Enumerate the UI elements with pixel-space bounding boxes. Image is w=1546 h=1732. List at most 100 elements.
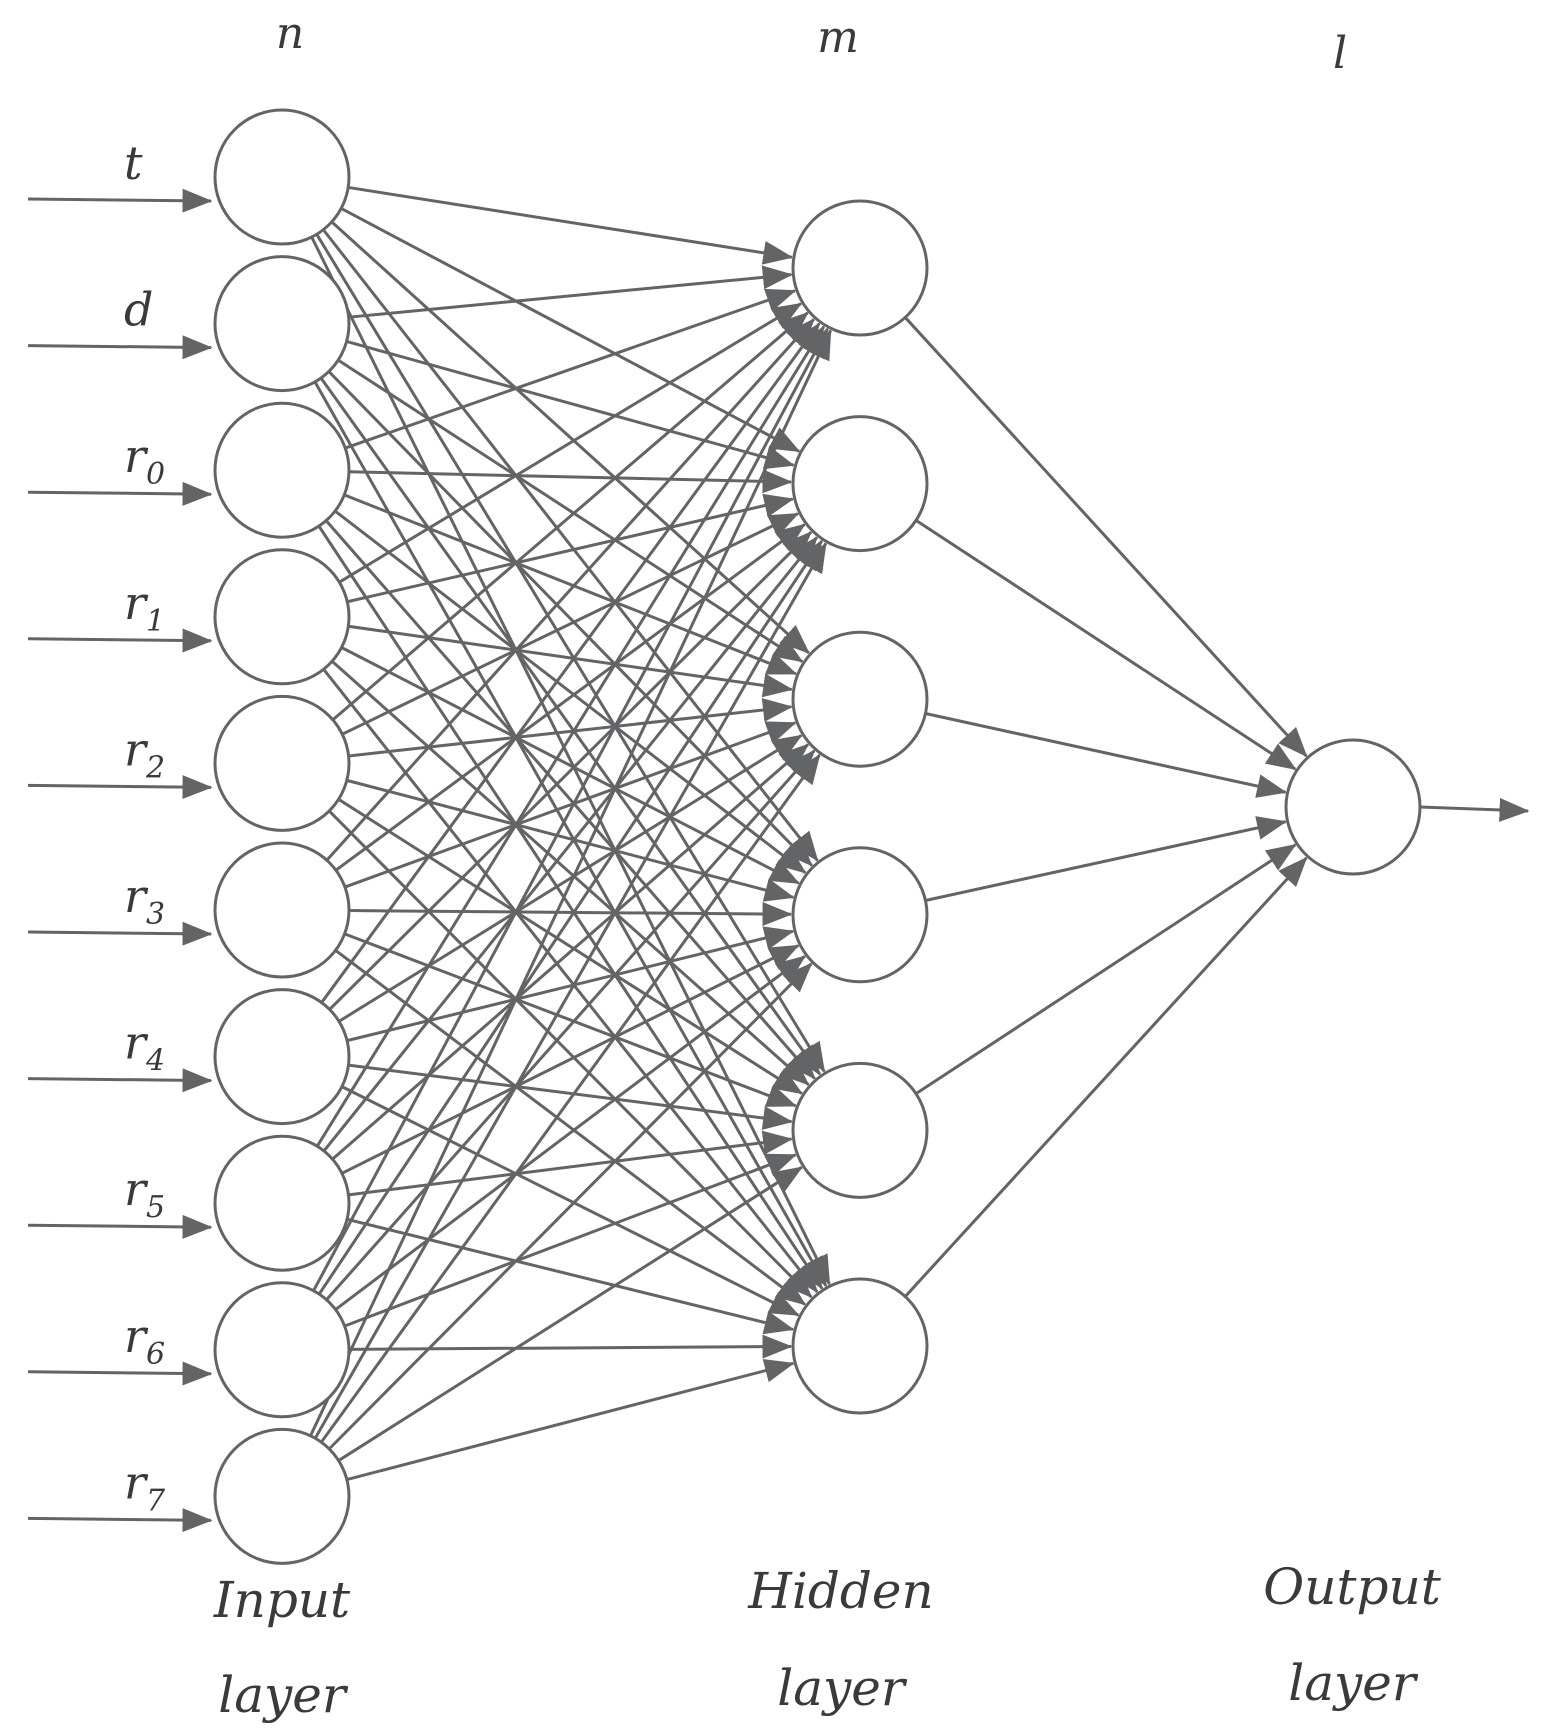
edge-input-5-hidden-2 [344,721,797,889]
edge-input-1-hidden-5 [313,381,828,1288]
connections [27,185,1530,1533]
edge-input-5-hidden-3 [348,901,793,926]
edge-input-2-hidden-1 [348,469,793,494]
output-node-0 [1284,738,1422,876]
input-label-subscript-7: 5 [146,1190,165,1225]
edge-input-7-hidden-2 [331,743,810,1161]
input-arrow-5 [27,921,213,946]
input-label-2: r [124,429,149,483]
input-label-subscript-4: 2 [145,750,165,785]
edge-input-3-hidden-1 [346,493,795,604]
input-label-7: r [124,1162,149,1216]
input-label-subscript-9: 7 [146,1483,166,1518]
edge-input-5-hidden-1 [335,523,806,872]
input-layer-caption-line2: layer [218,1666,349,1724]
edge-input-8-hidden-4 [344,1153,797,1328]
edge-hidden-0-output-0 [904,316,1308,758]
input-label-4: r [124,722,149,776]
edge-input-3-hidden-3 [340,646,801,885]
hidden-node-4 [791,1061,929,1199]
edge-input-9-hidden-5 [346,1358,795,1481]
edge-input-4-hidden-3 [346,778,795,902]
edge-input-2-hidden-4 [325,519,816,1080]
edge-input-4-hidden-2 [348,698,793,758]
input-node-3 [213,548,351,686]
edge-input-7-hidden-3 [341,944,800,1175]
edge-input-9-hidden-3 [328,962,813,1450]
hidden-layer-caption-line2: layer [777,1659,908,1717]
input-node-5 [213,841,351,979]
input-arrow-2 [27,481,213,506]
edge-input-9-hidden-1 [313,542,828,1439]
edge-input-0-hidden-5 [310,236,831,1286]
neurons [213,108,1422,1565]
edge-input-6-hidden-1 [328,531,813,1011]
output-layer-caption-line1: Output [1263,1558,1441,1616]
input-label-subscript-6: 4 [145,1044,165,1079]
edge-input-8-hidden-2 [325,749,816,1301]
edge-input-6-hidden-0 [320,322,821,1004]
edge-input-0-hidden-0 [347,185,794,265]
edge-input-8-hidden-1 [317,539,823,1295]
input-label-subscript-5: 3 [146,897,165,932]
edge-input-1-hidden-0 [348,265,793,319]
edge-input-9-hidden-2 [320,753,821,1444]
input-label-subscript-3: 1 [146,604,165,639]
edge-input-0-hidden-4 [315,233,826,1073]
input-arrow-1 [27,335,213,360]
input-arrow-9 [27,1508,213,1533]
input-arrow-7 [27,1214,213,1239]
edge-input-4-hidden-5 [328,809,813,1299]
hidden-node-2 [791,630,929,768]
edge-input-4-hidden-4 [337,798,804,1095]
input-label-1: d [124,283,153,337]
input-label-9: r [124,1455,149,1509]
edge-input-8-hidden-5 [348,1334,793,1359]
input-arrow-3 [27,628,213,653]
input-node-4 [213,694,351,832]
edge-input-7-hidden-1 [322,536,818,1152]
input-label-subscript-8: 6 [146,1337,165,1372]
edge-input-2-hidden-3 [334,509,807,874]
input-arrow-6 [27,1068,213,1093]
edge-input-6-hidden-3 [346,926,795,1043]
edge-input-6-hidden-4 [348,1063,794,1130]
edge-input-0-hidden-1 [340,207,801,453]
edge-input-1-hidden-3 [327,370,813,867]
input-dimension-label: n [276,8,304,59]
input-layer-caption-line1: Input [213,1571,351,1629]
hidden-node-5 [791,1277,929,1415]
labels: n m l Input layer Hidden layer Output la… [124,8,1442,1724]
hidden-dimension-label: m [817,12,859,63]
edge-input-5-hidden-0 [325,318,815,862]
input-label-0: t [124,136,143,190]
edge-input-2-hidden-0 [344,288,797,450]
edge-hidden-2-output-0 [925,712,1288,798]
edge-input-7-hidden-4 [348,1130,794,1197]
input-node-1 [213,255,351,393]
input-node-0 [213,108,351,246]
edge-hidden-3-output-0 [925,816,1288,902]
input-label-3: r [124,576,149,630]
edge-input-9-hidden-0 [309,329,832,1437]
input-arrow-8 [27,1361,213,1386]
edge-input-2-hidden-5 [317,525,824,1290]
input-node-8 [213,1281,351,1419]
input-node-7 [213,1134,351,1272]
edge-input-4-hidden-1 [341,512,800,736]
edge-input-6-hidden-2 [338,734,803,1023]
edge-input-2-hidden-2 [343,493,798,676]
output-arrow-0 [1419,797,1530,822]
output-layer-caption-line2: layer [1288,1654,1419,1712]
edge-hidden-4-output-0 [915,843,1297,1095]
input-arrow-4 [27,775,213,800]
input-node-2 [213,401,351,539]
edge-input-5-hidden-5 [334,949,807,1306]
edge-input-0-hidden-3 [322,228,819,862]
edge-hidden-1-output-0 [915,519,1297,771]
edge-input-1-hidden-2 [337,358,804,663]
input-label-8: r [124,1309,149,1363]
input-label-5: r [124,869,149,923]
input-label-6: r [124,1016,149,1070]
